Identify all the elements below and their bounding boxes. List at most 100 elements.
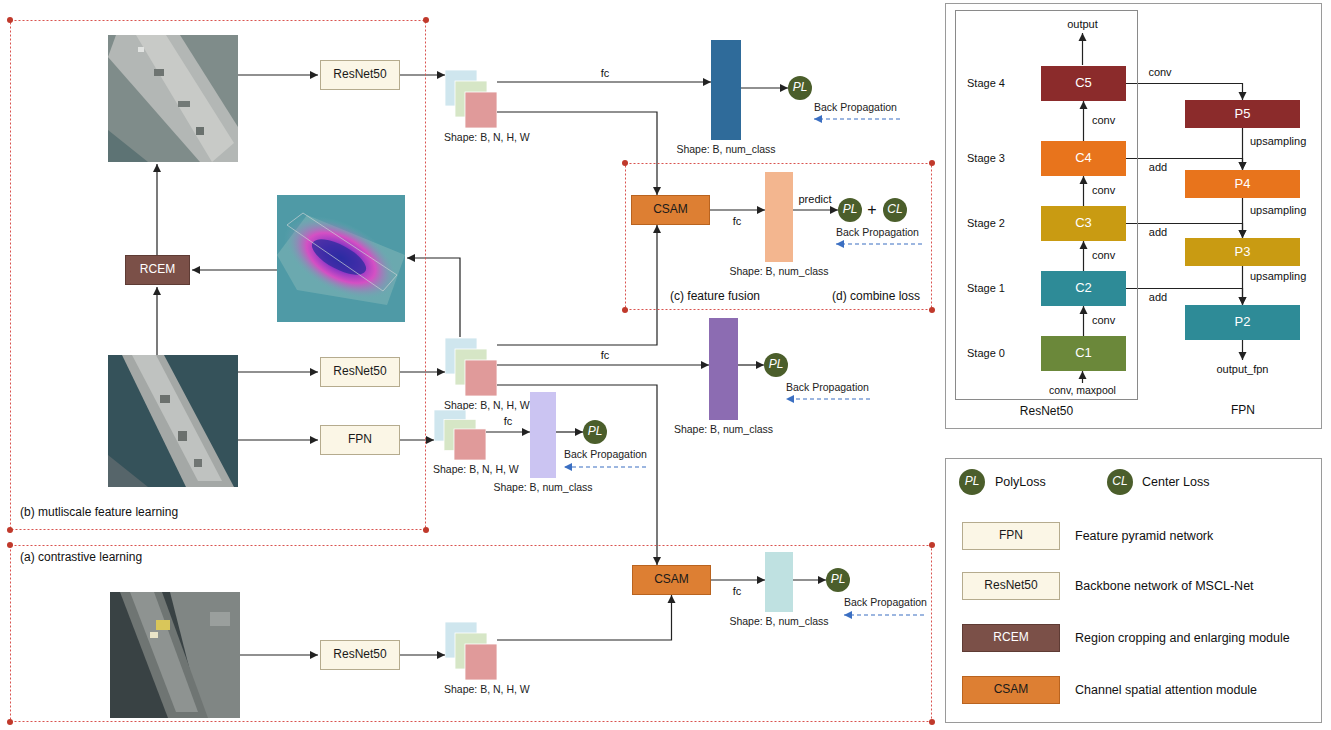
fpn-box: FPN	[320, 425, 400, 455]
stage-label: Stage 4	[965, 76, 1007, 89]
output-label: output	[1065, 18, 1100, 31]
loss-symbol: PL	[769, 358, 784, 372]
box-label: C3	[1075, 216, 1092, 231]
ship-deck	[108, 35, 238, 162]
pyramid-box: P3	[1185, 238, 1300, 266]
ship-deck	[130, 592, 198, 712]
deck-detail	[196, 127, 204, 135]
corner-dot	[7, 542, 13, 548]
circle-fill	[826, 568, 850, 592]
box-label: P3	[1235, 245, 1251, 260]
image-ground	[108, 35, 238, 162]
edge-label: add	[1147, 161, 1169, 174]
connector	[497, 225, 657, 345]
loss-circle: CL	[883, 198, 907, 222]
edge-label: conv	[1090, 249, 1117, 262]
fc-output-bar: Shape: B, num_class	[709, 318, 738, 420]
connector	[400, 439, 434, 440]
loss-symbol: CL	[887, 203, 902, 217]
deck-detail	[178, 431, 187, 441]
arrow	[156, 287, 157, 355]
deck-detail	[178, 101, 190, 107]
edge-label: fc	[731, 585, 744, 598]
attention-box: CSAM	[632, 565, 711, 595]
corner-dot	[929, 542, 935, 548]
box-label: ResNet50	[333, 365, 386, 379]
corner-dot	[423, 527, 429, 533]
arrow	[156, 164, 157, 255]
pyramid-box: P2	[1185, 305, 1300, 340]
edge-label: fc	[599, 67, 612, 80]
connector	[497, 385, 657, 565]
corner-dot	[7, 527, 13, 533]
loss-circle: PL	[764, 353, 788, 377]
stage-label: Stage 2	[965, 216, 1007, 229]
box-label: C5	[1075, 76, 1092, 91]
fc-output-bar: Shape: B, num_class	[765, 552, 793, 612]
corner-dot	[423, 17, 429, 23]
arrow	[1082, 371, 1083, 383]
feature-map-shape	[434, 410, 486, 460]
edge-label: predict	[796, 193, 833, 206]
connector	[1242, 266, 1243, 305]
legend-text: PolyLoss	[995, 475, 1046, 489]
ship-hull	[120, 592, 208, 718]
feature-map-sheet	[454, 429, 486, 460]
box-label: C4	[1075, 151, 1092, 166]
box-label: P2	[1235, 315, 1251, 330]
zoomed-ship-image	[108, 35, 238, 162]
legend-swatch	[1107, 469, 1133, 495]
plus-sign: +	[865, 201, 878, 219]
deck-detail	[154, 69, 164, 76]
shape-caption: Shape: B, num_class	[728, 615, 829, 627]
legend-swatch	[962, 522, 1060, 550]
feature-map-shape	[445, 622, 497, 680]
box-label: ResNet50	[333, 648, 386, 662]
region-label: (a) contrastive learning	[18, 551, 144, 565]
box-label: CSAM	[653, 203, 688, 217]
legend-text: Backbone network of MSCL-Net	[1075, 579, 1254, 593]
edge-label: upsampling	[1248, 204, 1308, 217]
connector	[793, 209, 838, 210]
harbour-image	[110, 592, 240, 718]
connector	[497, 81, 711, 82]
legend-swatch	[962, 676, 1060, 704]
dotted-border	[11, 21, 426, 530]
shape-caption: Shape: B, num_class	[728, 265, 829, 277]
shape-caption: Shape: B, N, H, W	[443, 399, 531, 411]
box-label: C2	[1075, 281, 1092, 296]
stage-label: Stage 0	[965, 346, 1007, 359]
box-label: P4	[1235, 177, 1251, 192]
edge-label: add	[1147, 226, 1169, 239]
ship-deck	[136, 35, 234, 162]
backbone-panel: C5C4C3C2C1ResNet50	[955, 10, 1138, 400]
input-note: conv, maxpool	[1047, 384, 1118, 396]
region-label: (c) feature fusion	[668, 290, 762, 304]
dashed-arrow	[836, 243, 922, 244]
connector	[1083, 306, 1084, 336]
arrow	[1082, 33, 1083, 65]
dashed-region: CSAM Shape: B, num_class PL CL (c) feature f…	[625, 163, 932, 310]
connector	[741, 87, 788, 88]
box-label: FPN	[348, 433, 372, 447]
shape-caption: Shape: B, N, H, W	[443, 131, 531, 143]
edge-label: fc	[731, 215, 744, 228]
feature-map-stack: Shape: B, N, H, W	[445, 70, 497, 128]
connector	[1126, 289, 1243, 306]
loss-circle: PL	[583, 420, 607, 444]
backprop-note: Back Propagation	[842, 596, 929, 608]
dotted-border	[626, 164, 932, 310]
shape-caption: Shape: B, num_class	[675, 143, 776, 155]
stage-box: C5	[1041, 66, 1126, 101]
deck-detail	[138, 47, 144, 52]
loss-circle: PL	[838, 198, 862, 222]
corner-dot	[7, 719, 13, 725]
loss-symbol: PL	[793, 81, 808, 95]
stage-box: C3	[1041, 206, 1126, 241]
shape-caption: Shape: B, N, H, W	[432, 463, 520, 475]
circle-fill	[764, 353, 788, 377]
feature-map-shape	[445, 338, 497, 396]
ship-hull	[122, 355, 234, 487]
